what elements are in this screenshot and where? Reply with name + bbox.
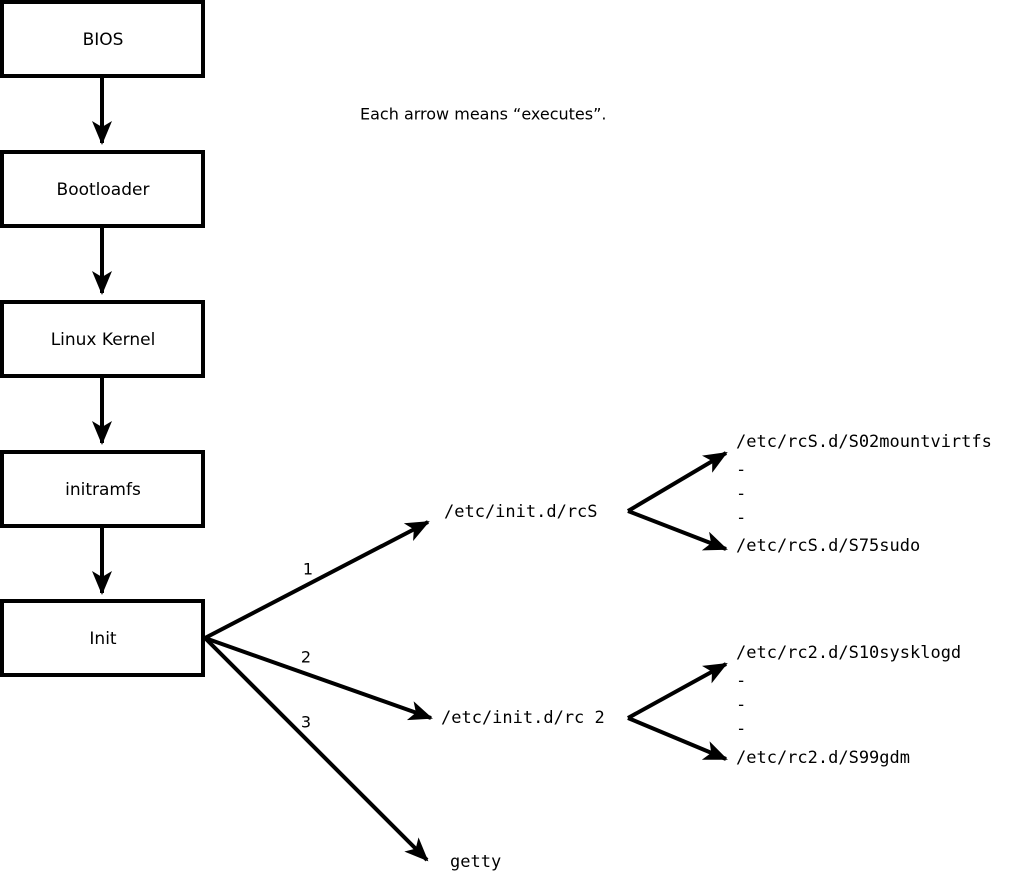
label-rcs-ellipsis-2: - xyxy=(736,484,746,504)
box-bootloader-rect xyxy=(0,150,205,228)
connector-init-to-getty xyxy=(203,636,429,862)
legend-note: Each arrow means “executes”. xyxy=(360,105,606,124)
rc2-child-connectors xyxy=(627,662,728,761)
box-init[interactable]: Init xyxy=(0,599,205,677)
label-rcs-ellipsis-1: - xyxy=(736,460,746,480)
init-branch-connectors xyxy=(203,520,433,862)
edge-number-1: 1 xyxy=(303,560,313,579)
connector-rc2-to-first-child xyxy=(627,662,728,720)
label-rc2-child-last: /etc/rc2.d/S99gdm xyxy=(736,748,910,768)
rcs-child-connectors xyxy=(626,451,728,551)
label-rcs-child-first: /etc/rcS.d/S02mountvirtfs xyxy=(736,432,992,452)
label-rc2-ellipsis-2: - xyxy=(736,695,746,715)
edge-number-3: 3 xyxy=(301,713,311,732)
label-rc2-child-first: /etc/rc2.d/S10sysklogd xyxy=(736,643,961,663)
connector-rc2-to-last-child xyxy=(627,716,728,761)
connector-init-to-rcs xyxy=(204,520,430,640)
box-initramfs[interactable]: initramfs xyxy=(0,450,205,528)
connector-rcs-to-first-child xyxy=(626,451,728,513)
box-init-label: Init xyxy=(89,629,117,649)
box-bios[interactable]: BIOS xyxy=(0,0,205,78)
edge-number-2: 2 xyxy=(301,648,311,667)
connector-init-to-rc2 xyxy=(204,636,433,721)
box-bootloader-label: Bootloader xyxy=(57,180,150,200)
label-rc2-ellipsis-1: - xyxy=(736,671,746,691)
label-getty: getty xyxy=(450,852,501,872)
label-rcs-child-last: /etc/rcS.d/S75sudo xyxy=(736,536,920,556)
box-kernel-rect xyxy=(0,300,205,378)
label-rcs-ellipsis-3: - xyxy=(736,508,746,528)
label-rc2-ellipsis-3: - xyxy=(736,719,746,739)
connector-rcs-to-last-child xyxy=(627,509,728,551)
box-bootloader[interactable]: Bootloader xyxy=(0,150,205,228)
box-initramfs-label: initramfs xyxy=(65,480,141,500)
box-bios-label: BIOS xyxy=(83,30,124,50)
box-init-rect xyxy=(0,599,205,677)
box-kernel[interactable]: Linux Kernel xyxy=(0,300,205,378)
box-initramfs-rect xyxy=(0,450,205,528)
label-rc2-script: /etc/init.d/rc 2 xyxy=(441,708,605,728)
label-rcs-script: /etc/init.d/rcS xyxy=(444,502,598,522)
box-bios-rect xyxy=(0,0,205,78)
box-kernel-label: Linux Kernel xyxy=(51,330,156,350)
